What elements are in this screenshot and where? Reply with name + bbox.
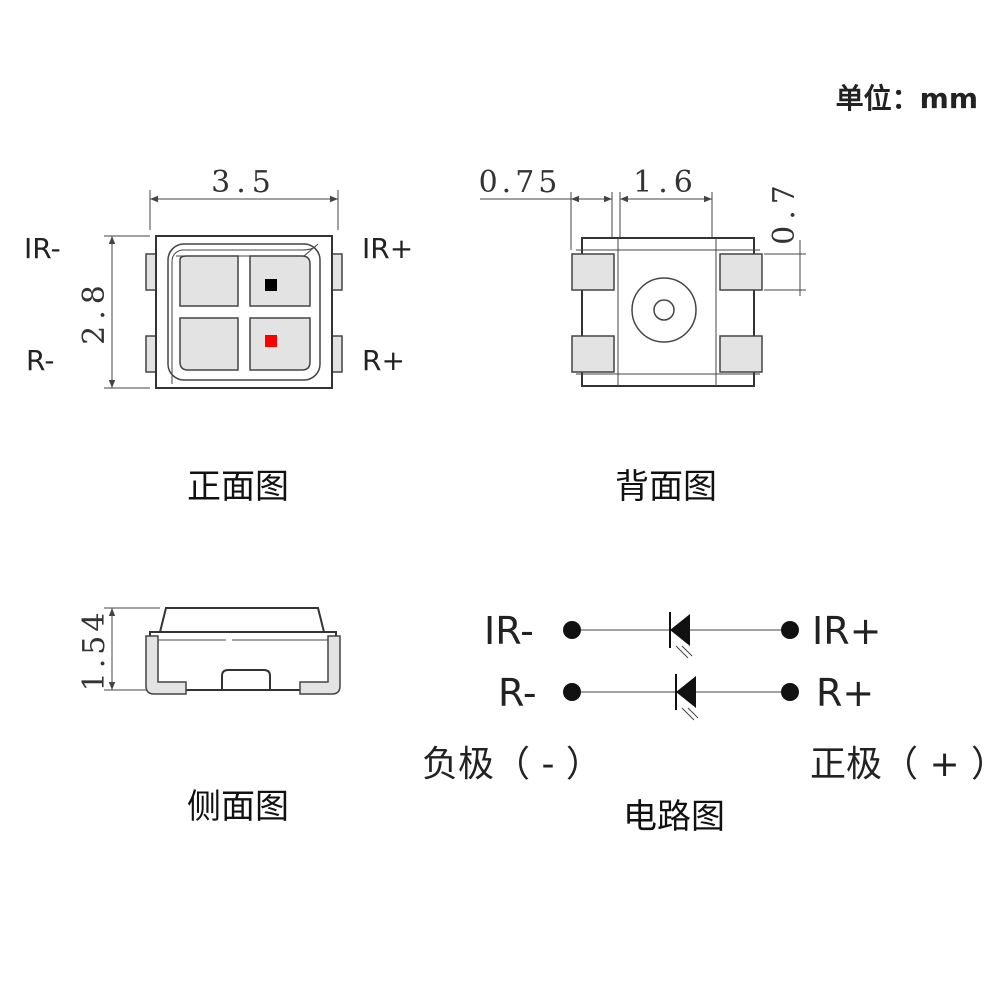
front-height-dimension: 2.8: [77, 279, 112, 345]
circuit-ir-minus: IR-: [484, 609, 534, 653]
polarity-dot: [653, 299, 675, 321]
back-pad-offset-dimension: 0.75: [479, 165, 562, 200]
back-pad-height-dimension: 0.7: [767, 179, 802, 245]
ir-diode-triangle: [670, 614, 690, 646]
positive-polarity-label: 正极（ + ）: [810, 744, 1000, 785]
pad-ir-minus: [179, 255, 239, 307]
circuit-diagram: IR- IR+ R- R+ 负极（ - ） 正极（ + ） 电路图: [422, 609, 1000, 837]
front-pin-r-minus: R-: [26, 344, 54, 377]
back-view-title: 背面图: [615, 467, 717, 507]
back-pad: [571, 335, 615, 373]
circuit-title: 电路图: [623, 797, 725, 837]
r-emission-mark: [687, 707, 699, 719]
polarity-ring: [631, 277, 697, 343]
side-view: 1.54 侧面图: [77, 607, 341, 827]
pad-ir-plus: [249, 255, 311, 307]
back-view: 0.75 1.6 0.7 背面图: [479, 165, 806, 507]
front-view-title: 正面图: [187, 467, 289, 507]
back-pad: [571, 253, 615, 291]
circuit-ir-plus: IR+: [812, 609, 881, 653]
red-chip: [265, 335, 277, 347]
front-pin-ir-minus: IR-: [24, 232, 61, 265]
negative-polarity-label: 负极（ - ）: [422, 744, 602, 785]
back-pad: [719, 253, 763, 291]
r-plus-terminal: [781, 683, 799, 701]
pad-r-minus: [179, 317, 239, 371]
side-view-title: 侧面图: [187, 787, 289, 827]
r-emission-mark: [681, 707, 695, 721]
lens-cavity: [167, 243, 321, 381]
back-pad: [719, 335, 763, 373]
side-lead-left: [145, 635, 187, 695]
side-body: [149, 631, 337, 691]
side-lead-right: [299, 635, 341, 695]
r-minus-terminal: [563, 683, 581, 701]
front-width-dimension: 3.5: [211, 165, 277, 200]
r-diode-triangle: [676, 676, 696, 708]
circuit-r-minus: R-: [498, 671, 537, 715]
circuit-r-plus: R+: [816, 671, 874, 715]
lens-top: [159, 607, 325, 633]
pad-r-plus: [249, 317, 311, 371]
ir-emission-mark: [681, 645, 693, 657]
front-pin-r-plus: R+: [362, 344, 405, 377]
bottom-notch: [221, 669, 271, 690]
unit-label: 单位：mm: [836, 82, 978, 115]
front-view: 3.5 2.8 IR- IR+ R- R+ 正面图: [24, 165, 413, 507]
ir-minus-terminal: [563, 621, 581, 639]
ir-emission-mark: [675, 645, 689, 659]
back-pad-gap-dimension: 1.6: [633, 165, 699, 200]
ir-plus-terminal: [781, 621, 799, 639]
front-pin-ir-plus: IR+: [362, 232, 413, 265]
ir-chip: [265, 279, 277, 291]
side-thickness-dimension: 1.54: [77, 609, 112, 692]
